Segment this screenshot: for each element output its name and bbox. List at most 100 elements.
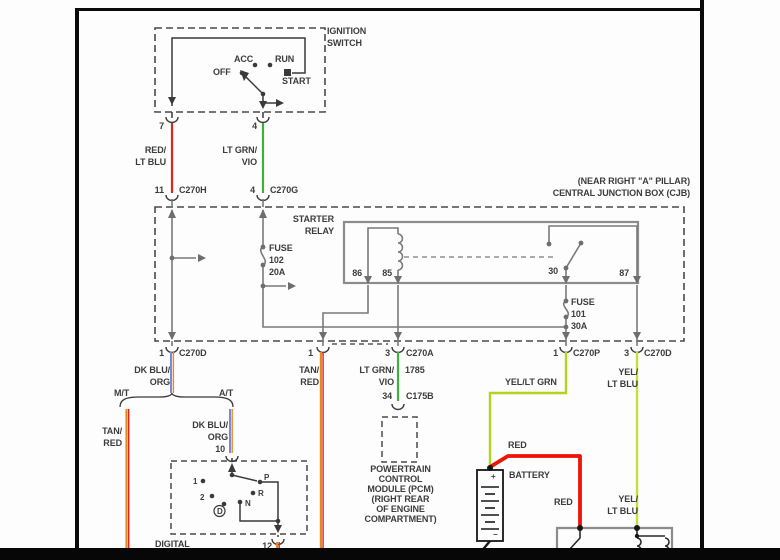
dtr-pos-d: D [217, 507, 223, 516]
relay-pin-86: 86 [352, 268, 362, 278]
pcm-label-6: COMPARTMENT) [364, 514, 437, 524]
relay-pin-87: 87 [619, 268, 629, 278]
conn-c270h-name: C270H [179, 185, 207, 195]
cjb-name: CENTRAL JUNCTION BOX (CJB) [552, 188, 690, 198]
dtr-pos-1: 1 [193, 477, 198, 486]
pcm-box [381, 416, 418, 463]
bottom-crop-bar [0, 548, 780, 560]
circuit-number-1785: 1785 [405, 365, 425, 375]
dtr-pos-n: N [245, 499, 251, 508]
pcm-label-1: POWERTRAIN [370, 464, 431, 474]
conn-c270d-left-name: C270D [179, 348, 207, 358]
switch-pos-run: RUN [275, 54, 295, 64]
dtr-pos-2: 2 [200, 493, 205, 502]
fuse-102-rating: 20A [269, 267, 286, 277]
branch-mt: M/T [114, 388, 130, 398]
conn-c270p-pin: 1 [553, 348, 558, 358]
fuse-102-number: 102 [269, 255, 284, 265]
conn-c270a-pin1: 1 [308, 348, 313, 358]
wire-label-yel-ltblu-top-2: LT BLU [607, 379, 638, 389]
pin-12: 12 [262, 541, 272, 551]
switch-pos-acc: ACC [234, 54, 254, 64]
pin-4: 4 [252, 121, 257, 131]
conn-c270h-pin: 11 [154, 185, 164, 195]
pcm-label-2: CONTROL [378, 474, 423, 484]
wire-label-ltgrn-vio-2: VIO [241, 157, 257, 167]
wire-label-yel-ltblu-bot-1: YEL/ [618, 494, 638, 504]
wire-label-ltgrn-vio-pcm-2: VIO [378, 377, 394, 387]
dtr-sensor-name-1: DIGITAL [155, 539, 190, 549]
wire-label-red-ltblu-2: LT BLU [135, 157, 166, 167]
switch-pos-start: START [282, 76, 311, 86]
dtr-pos-r: R [258, 489, 264, 498]
page-frame-right [700, 0, 704, 548]
pcm-label-5: OF ENGINE [376, 504, 425, 514]
starter-relay-label-1: STARTER [292, 214, 334, 224]
wire-label-ltgrn-vio-1: LT GRN/ [222, 145, 257, 155]
cjb-junction-dots [168, 209, 641, 340]
relay-pin-85: 85 [382, 268, 392, 278]
fuse-101-rating: 30A [571, 321, 588, 331]
wire-label-ltgrn-vio-pcm-1: LT GRN/ [359, 365, 394, 375]
dtr-sensor-contacts [200, 463, 282, 533]
wire-label-dkblu-org-at-2: ORG [207, 432, 228, 442]
wire-tan-red-mt [125, 409, 130, 549]
battery-plus: + [491, 472, 496, 481]
wire-dkblu-org-at [229, 409, 233, 453]
dtr-pos-p: P [264, 473, 270, 482]
dtr-sensor-box [170, 460, 308, 535]
conn-c270d-left-pin: 1 [159, 348, 164, 358]
battery-label: BATTERY [509, 470, 550, 480]
ignition-switch-title-2: SWITCH [327, 38, 362, 48]
conn-c270a-pin3: 3 [385, 348, 390, 358]
central-junction-box [154, 206, 685, 342]
starter-relay-box [342, 220, 640, 285]
fuse-102-label: FUSE [269, 243, 293, 253]
starter-relay-internals [367, 225, 638, 283]
pcm-label-4: (RIGHT REAR [371, 494, 430, 504]
cjb-location: (NEAR RIGHT "A" PILLAR) [577, 176, 690, 186]
starter-relay-label-2: RELAY [304, 226, 334, 236]
pin-10: 10 [215, 444, 225, 454]
dtr-sensor-circuit [213, 458, 279, 537]
wire-label-red-ltblu-1: RED/ [144, 145, 166, 155]
wire-label-tan-red-mt-2: RED [103, 438, 122, 448]
wire-dkblu-org [170, 352, 175, 393]
wire-label-yel-ltblu-top-1: YEL/ [618, 367, 638, 377]
wire-tan-red-pin12 [275, 542, 280, 549]
starter-relay-contacts [364, 240, 641, 284]
battery-symbol [476, 465, 504, 554]
conn-c270a-name: C270A [406, 348, 434, 358]
ignition-switch-box [154, 27, 326, 113]
page-frame-top [75, 8, 704, 11]
battery-minus: − [493, 530, 498, 539]
wire-label-tan-red-1: TAN/ [299, 365, 319, 375]
wire-label-dkblu-org-at-1: DK BLU/ [192, 420, 228, 430]
fuse-101-number: 101 [571, 309, 586, 319]
page-frame-left [75, 8, 79, 548]
battery-cable-red [489, 454, 582, 527]
branch-at: A/T [219, 388, 234, 398]
conn-c270d-right-pin: 3 [624, 348, 629, 358]
wire-yel-ltgrn [488, 352, 568, 467]
ignition-switch-title-1: IGNITION [327, 26, 367, 36]
wire-label-tan-red-2: RED [300, 377, 319, 387]
relay-pin-30: 30 [548, 266, 558, 276]
conn-c175b-pin: 34 [382, 391, 392, 401]
conn-c270p-name: C270P [573, 348, 601, 358]
conn-c270d-right-name: C270D [644, 348, 672, 358]
wire-label-dkblu-org-2: ORG [149, 377, 170, 387]
split-brace [119, 392, 234, 408]
switch-pos-off: OFF [213, 67, 231, 77]
wire-label-yel-ltblu-bot-2: LT BLU [607, 506, 638, 516]
wire-label-red-bottom: RED [554, 497, 573, 507]
pcm-label-3: MODULE (PCM) [367, 484, 434, 494]
ignition-switch-contacts [168, 62, 291, 109]
wire-tan-red-coil [319, 352, 324, 549]
conn-c270g-name: C270G [270, 185, 299, 195]
wire-label-dkblu-org-1: DK BLU/ [134, 365, 170, 375]
wire-label-red-top: RED [508, 440, 527, 450]
conn-c270g-pin: 4 [250, 185, 255, 195]
fuse-101-label: FUSE [571, 297, 595, 307]
